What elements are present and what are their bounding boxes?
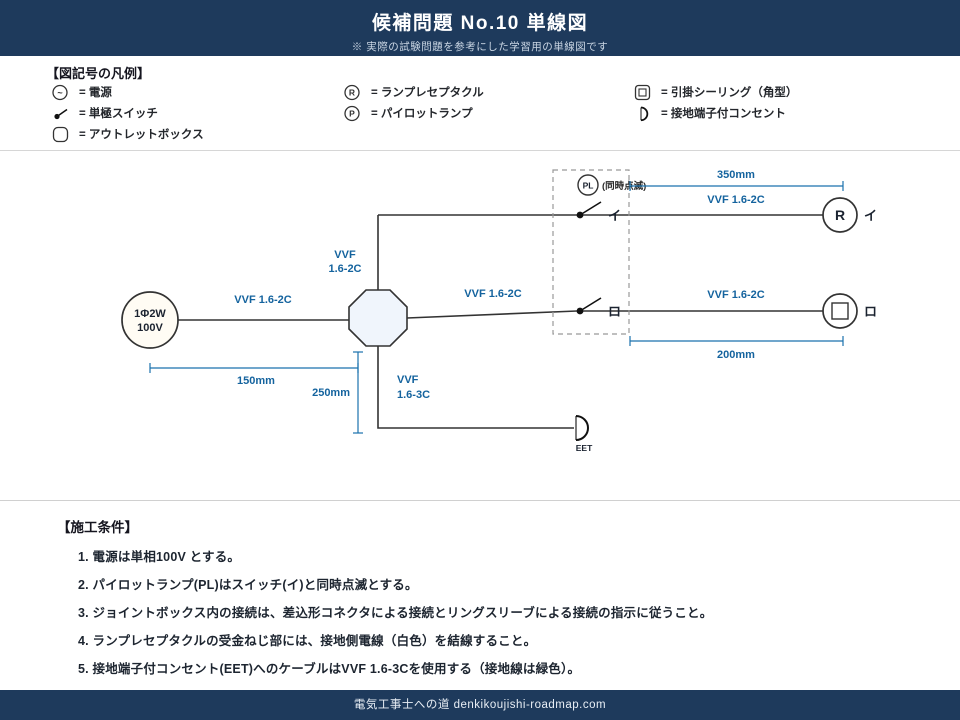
dimension-200mm-label: 200mm — [717, 349, 755, 361]
cable-label-down-line2: 1.6-3C — [397, 389, 430, 401]
legend-item-label: = 単極スイッチ — [79, 108, 158, 120]
wire-box-to-eet — [377, 346, 574, 429]
eet-label: EET — [576, 443, 593, 453]
legend-column-3: = 引掛シーリング（角型） = 接地端子付コンセント — [632, 83, 797, 122]
junction-box-symbol — [348, 289, 408, 347]
conditions-heading: 【施工条件】 — [57, 520, 138, 535]
ceiling-rose-tag: ロ — [864, 304, 877, 319]
legend-heading: 【図記号の凡例】 — [46, 66, 151, 81]
power-label-line2: 100V — [137, 322, 163, 334]
dimension-350mm-label: 350mm — [717, 169, 755, 181]
eet-outlet-icon — [640, 106, 649, 121]
legend-item-outlet-box: = アウトレットボックス — [50, 125, 204, 143]
cable-label-up-line2: 1.6-2C — [328, 263, 361, 275]
receptacle-glyph: R — [349, 87, 355, 97]
lamp-receptacle-label: R — [835, 207, 845, 223]
switch-i-lever — [579, 201, 602, 216]
footer-text: 電気工事士への道 denkikoujishi-roadmap.com — [353, 699, 607, 711]
conditions-list: 電源は単相100V とする。 パイロットランプ(PL)はスイッチ(イ)と同時点滅… — [78, 546, 920, 677]
power-label-line1: 1Φ2W — [134, 308, 166, 320]
conditions-section: 【施工条件】 電源は単相100V とする。 パイロットランプ(PL)はスイッチ(… — [0, 500, 960, 691]
condition-item: ランプレセプタクルの受金ねじ部には、接地側電線（白色）を結線すること。 — [92, 634, 537, 648]
wiring-diagram-svg: 1Φ2W 100V PL (同時点滅) イ ロ R イ — [121, 169, 877, 453]
condition-item: 接地端子付コンセント(EET)へのケーブルはVVF 1.6-3Cを使用する（接地… — [92, 662, 581, 676]
legend-item-pilot-lamp: P = パイロットランプ — [342, 104, 484, 122]
switch-ro-label: ロ — [608, 304, 621, 319]
cable-label-mid: VVF 1.6-2C — [464, 288, 522, 300]
header: 候補問題 No.10 単線図 ※ 実際の試験問題を参考にした学習用の単線図です — [0, 0, 960, 56]
cable-label-top: VVF 1.6-2C — [707, 194, 765, 206]
ceiling-rose-symbol — [822, 293, 858, 329]
legend-column-1: ~ = 電源 = 単極スイッチ = アウトレットボックス — [50, 83, 204, 143]
power-glyph: ~ — [57, 87, 62, 97]
pilot-glyph: P — [349, 108, 355, 118]
legend-item-power: ~ = 電源 — [50, 83, 204, 101]
lamp-receptacle-tag: イ — [864, 208, 877, 223]
pilot-lamp-symbol — [577, 174, 599, 196]
dimension-250mm-label: 250mm — [312, 387, 350, 399]
legend-section: 【図記号の凡例】 ~ = 電源 = 単極スイッチ = — [0, 56, 960, 151]
page-title: 候補問題 No.10 単線図 — [371, 13, 589, 34]
cable-label-right: VVF 1.6-2C — [707, 289, 765, 301]
ceiling-rose-inner-square — [831, 302, 849, 320]
switch-ro-lever — [579, 297, 602, 312]
page-subtitle: ※ 実際の試験問題を参考にした学習用の単線図です — [351, 41, 609, 53]
outlet-box-icon — [52, 126, 69, 142]
lamp-receptacle-symbol — [822, 197, 858, 233]
legend-item-label: = パイロットランプ — [371, 108, 473, 120]
pilot-lamp-note: (同時点滅) — [602, 180, 646, 192]
footer: 電気工事士への道 denkikoujishi-roadmap.com — [0, 690, 960, 720]
legend-item-label: = ランプレセプタクル — [371, 87, 484, 99]
dimension-150mm-label: 150mm — [237, 375, 275, 387]
switch-i-label: イ — [608, 208, 621, 223]
legend-item-receptacle: R = ランプレセプタクル — [342, 83, 484, 101]
cable-label-up-line1: VVF — [334, 249, 356, 261]
eet-outlet-symbol — [575, 415, 589, 441]
cable-label-left: VVF 1.6-2C — [234, 294, 292, 306]
switch-group-outline — [552, 169, 630, 335]
power-source-symbol — [121, 291, 179, 349]
legend-column-2: R = ランプレセプタクル P = パイロットランプ — [342, 83, 484, 122]
power-source-icon: ~ — [52, 84, 68, 100]
lamp-receptacle-icon: R — [344, 84, 360, 100]
condition-item: パイロットランプ(PL)はスイッチ(イ)と同時点滅とする。 — [92, 578, 418, 592]
legend-item-label: = 電源 — [79, 87, 112, 99]
legend-item-ceiling: = 引掛シーリング（角型） — [632, 83, 797, 101]
ceiling-rose-icon — [634, 84, 651, 100]
legend-item-label: = 引掛シーリング（角型） — [661, 87, 798, 99]
single-pole-switch-icon — [54, 108, 68, 119]
cable-label-down-line1: VVF — [397, 374, 419, 386]
condition-item: 電源は単相100V とする。 — [92, 550, 241, 564]
pilot-lamp-icon: P — [344, 105, 360, 121]
legend-item-label: = アウトレットボックス — [79, 129, 204, 141]
legend-item-eet: = 接地端子付コンセント — [632, 104, 797, 122]
condition-item: ジョイントボックス内の接続は、差込形コネクタによる接続とリングスリーブによる接続… — [92, 606, 713, 620]
legend-item-switch: = 単極スイッチ — [50, 104, 204, 122]
wiring-diagram: 1Φ2W 100V PL (同時点滅) イ ロ R イ — [0, 150, 960, 500]
wire-to-switch-ro — [406, 310, 578, 319]
legend-item-label: = 接地端子付コンセント — [661, 108, 786, 120]
pilot-lamp-label: PL — [583, 181, 594, 191]
